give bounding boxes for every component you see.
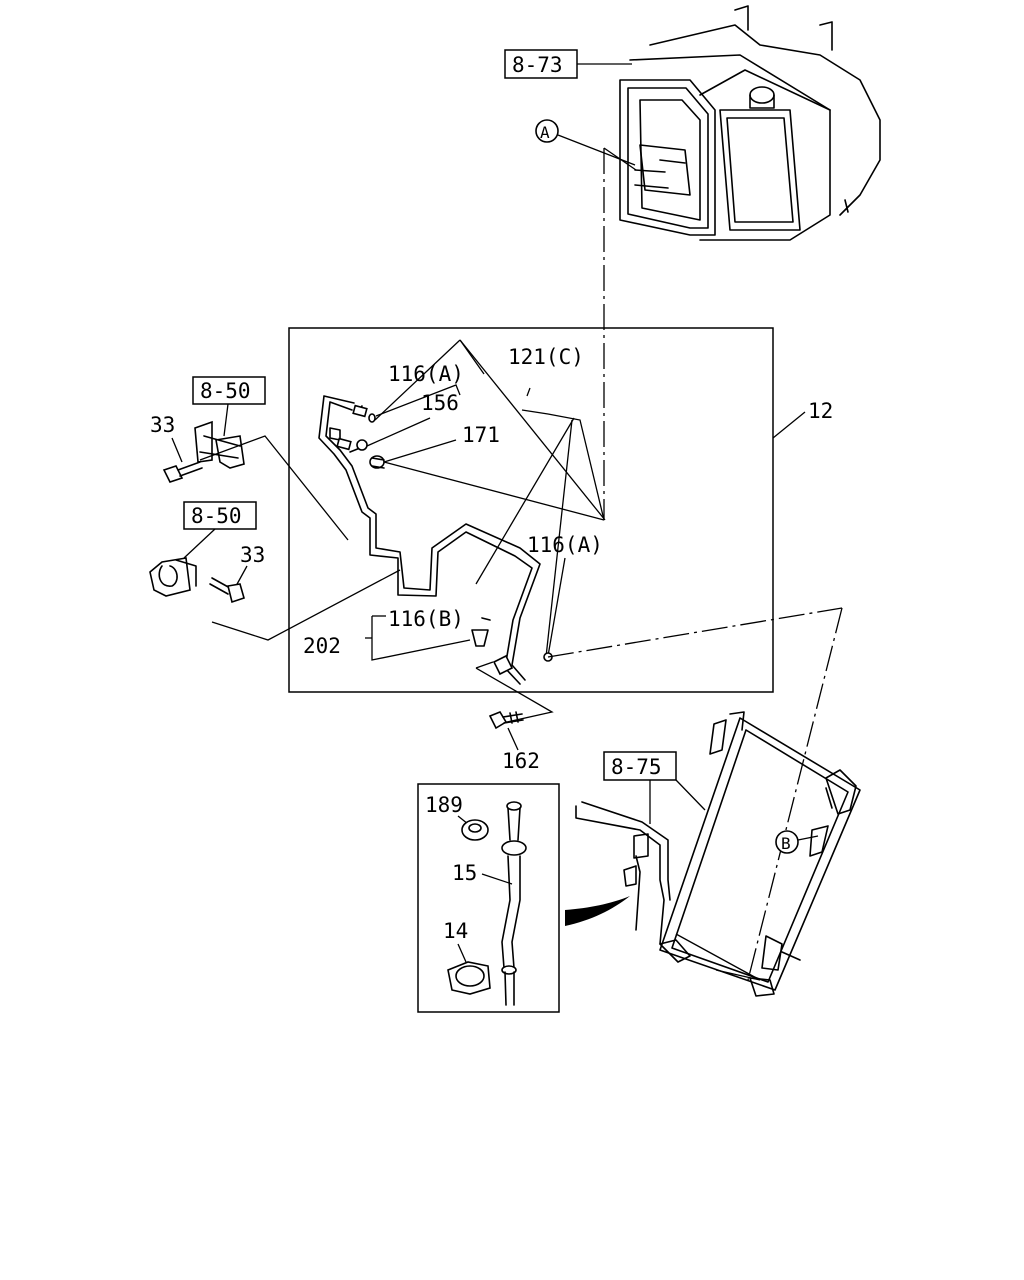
- part-label-171: 171: [462, 423, 500, 447]
- condenser-unit: [659, 711, 861, 997]
- evaporator-unit: [619, 5, 881, 241]
- part-label-33-top: 33: [150, 413, 175, 437]
- ref-label-8-50-bottom: 8-50: [191, 504, 242, 528]
- detail-box: [417, 783, 560, 1013]
- bolt-162: [488, 711, 524, 730]
- ref-label-8-50-top: 8-50: [200, 379, 251, 403]
- part-label-116b: 116(B): [388, 607, 464, 631]
- part-label-156: 156: [421, 391, 459, 415]
- part-label-116a-mid: 116(A): [527, 533, 603, 557]
- ref-label-8-73: 8-73: [512, 53, 563, 77]
- marker-b-circle: [775, 830, 799, 854]
- grommet-189: [461, 819, 489, 841]
- clamp-bottom: [149, 557, 197, 597]
- marker-a-label: A: [540, 123, 550, 142]
- marker-b-label: B: [781, 834, 791, 853]
- part-label-189: 189: [425, 793, 463, 817]
- bolt-33-top: [162, 461, 203, 483]
- fittings-top: [336, 404, 385, 469]
- ref-label-8-75: 8-75: [611, 755, 662, 779]
- ac-pipe: [318, 395, 541, 685]
- bolt-33-bottom: [209, 577, 245, 604]
- pipe-assembly-box: [288, 327, 774, 693]
- part-label-202: 202: [303, 634, 341, 658]
- pipe-15: [501, 801, 527, 1006]
- part-label-162: 162: [502, 749, 540, 773]
- part-label-121c: 121(C): [508, 345, 584, 369]
- ref-box-8-50-bottom: [183, 501, 257, 530]
- detail-arrow: [565, 896, 630, 926]
- part-label-12: 12: [808, 399, 833, 423]
- marker-a-circle: [535, 119, 559, 143]
- part-label-15: 15: [452, 861, 477, 885]
- ref-box-8-75: [603, 751, 677, 781]
- receiver-pipe: [575, 801, 671, 945]
- part-label-14: 14: [443, 919, 468, 943]
- clamp-14: [447, 961, 491, 995]
- ref-box-8-50-top: [192, 376, 266, 405]
- part-label-116a-top: 116(A): [388, 362, 464, 386]
- part-label-33-bottom: 33: [240, 543, 265, 567]
- clamp-top: [194, 420, 245, 469]
